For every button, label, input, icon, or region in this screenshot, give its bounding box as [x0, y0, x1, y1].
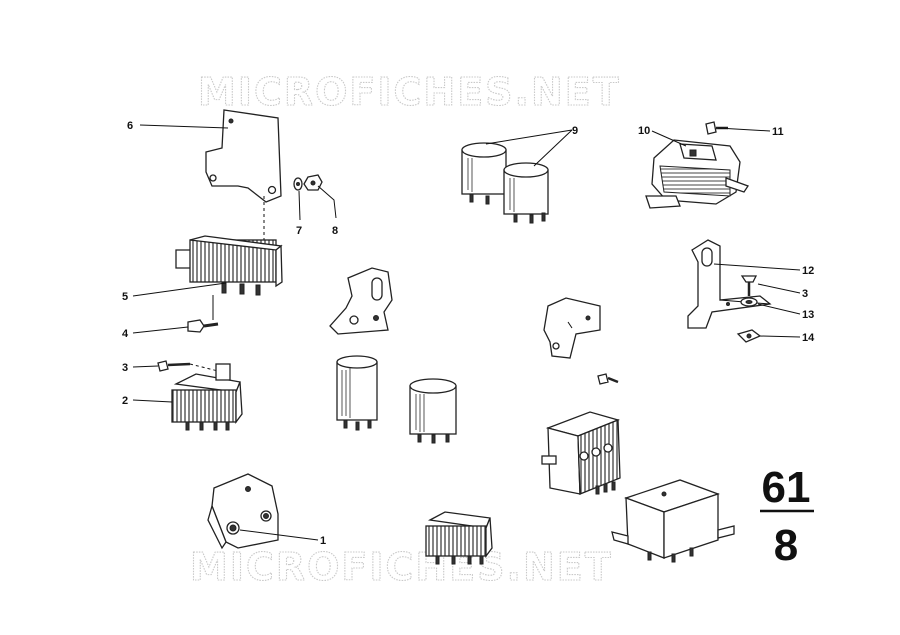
cylinder-relay-tall — [336, 355, 378, 431]
box-regulator — [611, 479, 735, 563]
callout-14: 14 — [802, 332, 815, 344]
callout-8: 8 — [332, 225, 338, 237]
bottom-center-relay — [425, 511, 493, 565]
callout-6: 6 — [127, 120, 133, 132]
watermark-bottom: MICROFICHES.NET — [190, 545, 613, 589]
callout-7: 7 — [296, 225, 302, 237]
part-8-nut — [303, 174, 323, 191]
part-1-bracket — [207, 473, 279, 550]
callout-4: 4 — [122, 328, 129, 340]
cylinder-relay-short — [409, 378, 457, 444]
callout-10: 10 — [638, 125, 650, 137]
part-5-relay — [175, 235, 283, 296]
part-3-screw-left — [157, 360, 223, 373]
center-bracket — [329, 267, 393, 335]
callout-5: 5 — [122, 291, 128, 303]
section-number: 61 8 — [760, 463, 814, 570]
callout-3-left: 3 — [122, 362, 128, 374]
part-7-washer — [293, 177, 303, 191]
section-page: 8 — [774, 521, 798, 570]
part-12-bracket — [687, 239, 772, 329]
callout-13: 13 — [802, 309, 814, 321]
callout-1: 1 — [320, 535, 326, 547]
leader-lines — [132, 124, 801, 541]
part-2-relay — [171, 363, 243, 431]
center-screw — [597, 373, 619, 385]
callout-11: 11 — [772, 126, 784, 138]
part-9-relays — [461, 142, 549, 224]
callout-2: 2 — [122, 395, 128, 407]
ribbed-regulator — [541, 411, 621, 495]
part-6-bracket — [205, 109, 282, 252]
part-3-screw-right — [740, 275, 758, 296]
callout-9: 9 — [572, 125, 578, 137]
watermark-top: MICROFICHES.NET — [198, 70, 621, 114]
callout-3-right: 3 — [802, 288, 808, 300]
section-group: 61 — [762, 463, 811, 512]
part-4-screw — [187, 319, 219, 333]
part-14-nut — [736, 329, 762, 343]
part-10-regulator — [645, 139, 749, 209]
callouts: 6 7 8 5 4 3 2 1 9 10 11 12 3 13 14 — [122, 120, 815, 547]
callout-12: 12 — [802, 265, 814, 277]
part-13-washer — [740, 297, 758, 307]
center-right-bracket — [543, 297, 601, 359]
